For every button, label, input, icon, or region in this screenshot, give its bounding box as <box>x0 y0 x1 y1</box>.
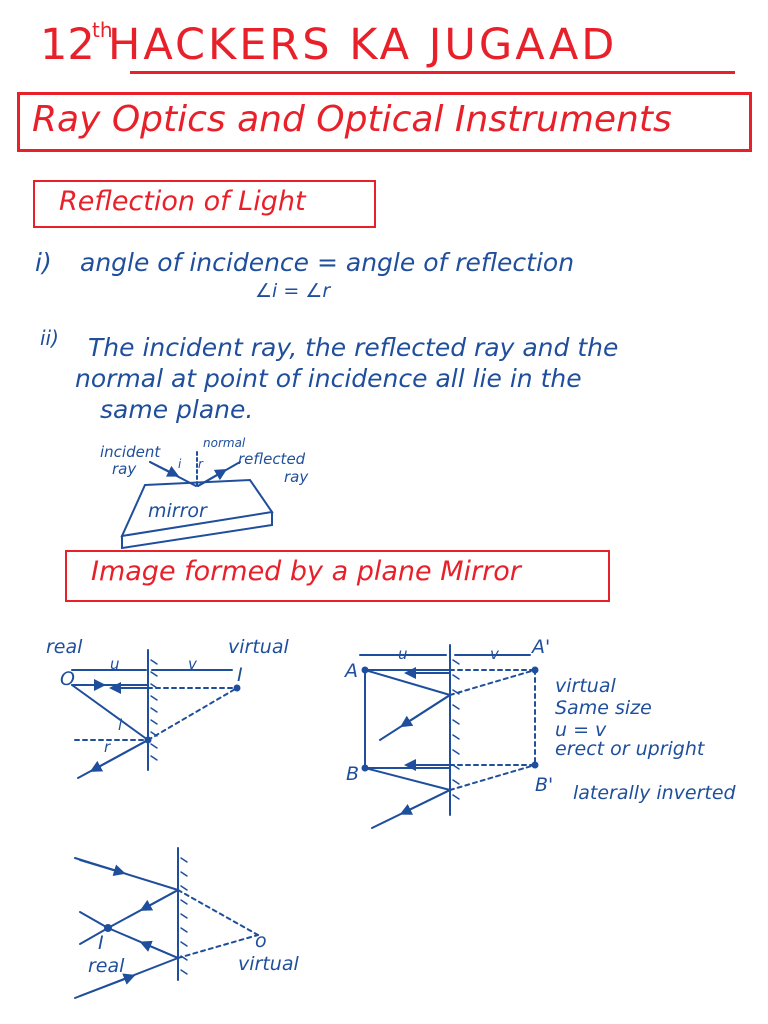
diag1-normal-label: normal <box>203 436 246 450</box>
law2-marker: ii) <box>40 326 59 350</box>
fig2-note-erect: erect or upright <box>555 738 705 760</box>
fig1-i-label: i <box>118 716 123 734</box>
law2-line2: normal at point of incidence all lie in … <box>75 364 582 393</box>
grade-suffix: th <box>92 18 113 42</box>
diag1-r-label: r <box>198 457 203 471</box>
diag1-mirror-slab <box>120 451 274 550</box>
chapter-box: Ray Optics and Optical Instruments <box>17 92 752 152</box>
diag1-mirror-label: mirror <box>148 500 207 522</box>
law2-line3: same plane. <box>100 395 254 424</box>
section-plane-mirror-title: Image formed by a plane Mirror <box>91 556 521 587</box>
fig1-u-label: u <box>110 655 120 673</box>
section-reflection-box: Reflection of Light <box>33 180 376 228</box>
brand-title: HACKERS KA JUGAAD <box>108 20 618 70</box>
grade-number: 12 <box>40 20 95 70</box>
fig2-note-same-size: Same size <box>555 697 652 719</box>
law1-text: angle of incidence = angle of reflection <box>80 248 575 277</box>
diag1-reflected-label: reflected <box>238 450 306 468</box>
fig3-object-label: o <box>255 930 267 952</box>
fig1-virtual-label: virtual <box>228 636 289 658</box>
fig1-real-label: real <box>46 636 83 658</box>
fig3-drawing <box>74 847 259 999</box>
law1-formula: ∠i = ∠r <box>255 280 331 302</box>
diag1-incident-label: incident <box>100 443 161 461</box>
fig1-r-label: r <box>104 738 111 756</box>
fig2-a-prime-label: A' <box>532 636 551 658</box>
section-reflection-title: Reflection of Light <box>59 186 306 217</box>
fig2-b-prime-label: B' <box>535 774 554 796</box>
diag1-i-label: i <box>178 457 182 471</box>
fig2-note-u-equals-v: u = v <box>555 719 607 741</box>
law2-line1: The incident ray, the reflected ray and … <box>88 333 619 362</box>
page-header: 12 th HACKERS KA JUGAAD <box>40 18 740 80</box>
fig2-laterally-inverted: laterally inverted <box>573 782 736 804</box>
fig1-v-label: v <box>188 655 197 673</box>
fig1-image-label: I <box>237 664 243 686</box>
section-plane-mirror-box: Image formed by a plane Mirror <box>65 550 610 602</box>
fig2-drawing <box>359 644 539 829</box>
fig2-a-label: A <box>345 660 358 682</box>
diag1-incident-ray-label: ray <box>112 460 137 478</box>
diag1-reflected-ray-label: ray <box>284 468 309 486</box>
fig1-drawing <box>71 649 241 779</box>
fig2-note-virtual: virtual <box>555 675 616 697</box>
fig3-image-label: I <box>98 932 104 954</box>
fig3-virtual-label: virtual <box>238 953 299 975</box>
chapter-title: Ray Optics and Optical Instruments <box>32 99 672 140</box>
title-underline <box>130 71 735 74</box>
fig2-b-label: B <box>346 763 360 785</box>
law1-marker: i) <box>35 248 52 277</box>
fig3-real-label: real <box>88 955 125 977</box>
